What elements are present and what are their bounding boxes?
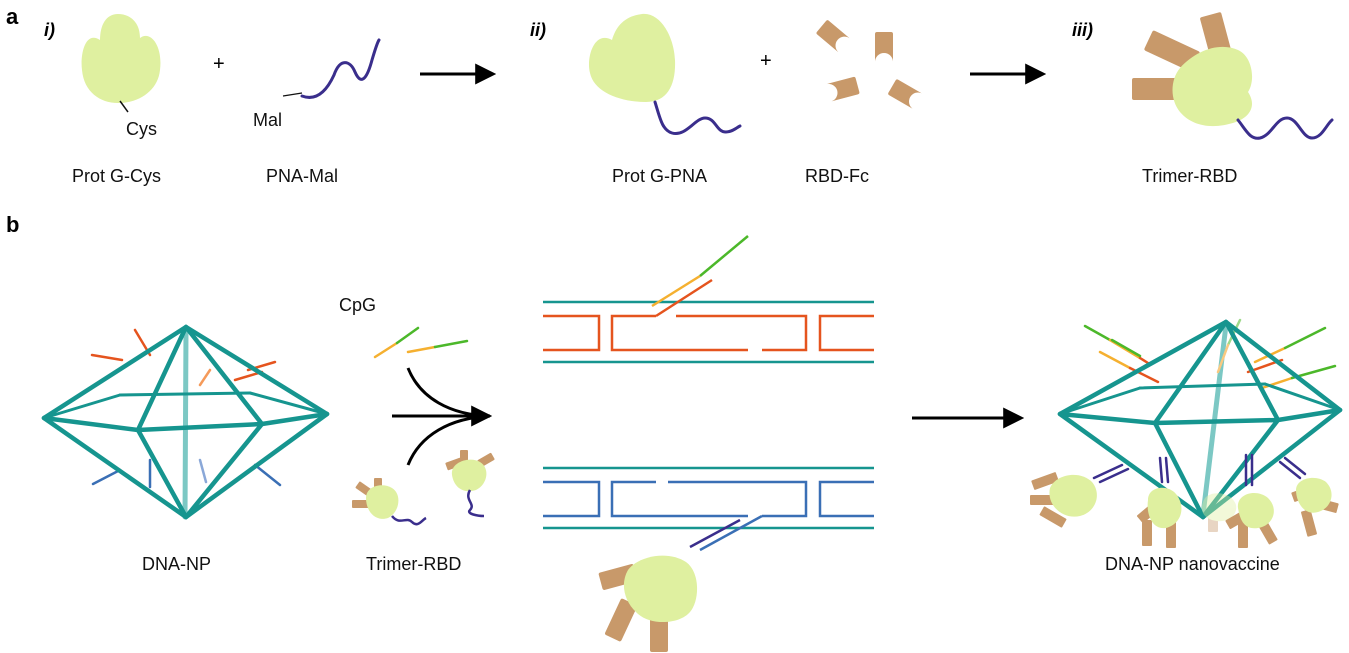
step-label-ii: ii) bbox=[530, 20, 546, 40]
cpg-strands bbox=[373, 326, 469, 359]
small-trimer-rbd-1 bbox=[352, 478, 427, 526]
trimer-rbd-label-b: Trimer-RBD bbox=[366, 554, 461, 574]
prot-g-pna-label: Prot G-PNA bbox=[612, 166, 707, 186]
edge-schematic-rbd bbox=[543, 466, 874, 552]
nanovaccine-rbd-2 bbox=[1137, 487, 1182, 548]
edge-schematic-trimer-rbd bbox=[598, 555, 698, 652]
plus-sign-2: + bbox=[760, 50, 772, 72]
prot-g-pna-shape bbox=[588, 13, 742, 135]
edge-schematic-cpg bbox=[543, 235, 874, 364]
step-label-i: i) bbox=[44, 20, 55, 40]
cpg-label: CpG bbox=[339, 295, 376, 315]
rbd-fc-label: RBD-Fc bbox=[805, 166, 869, 186]
prot-g-cys-label: Prot G-Cys bbox=[72, 166, 161, 186]
merge-arrow bbox=[392, 367, 493, 466]
nanovaccine-rbd-1 bbox=[1030, 472, 1097, 528]
pna-mal-strand bbox=[282, 38, 381, 99]
dna-np-label: DNA-NP bbox=[142, 554, 211, 574]
pna-mal-label: PNA-Mal bbox=[266, 166, 338, 186]
mal-label: Mal bbox=[253, 110, 282, 130]
trimer-rbd-shape bbox=[1132, 12, 1334, 140]
protein-g-cys-shape bbox=[81, 14, 161, 113]
panel-label-a: a bbox=[6, 4, 19, 29]
panel-label-b: b bbox=[6, 212, 19, 237]
nanovaccine-rbd-4 bbox=[1225, 493, 1278, 548]
nanovaccine-rbd-5 bbox=[1291, 477, 1339, 537]
dna-np-octahedron bbox=[41, 324, 330, 520]
small-trimer-rbd-2 bbox=[445, 450, 495, 518]
plus-sign-1: + bbox=[213, 53, 225, 75]
dna-np-nanovaccine-label: DNA-NP nanovaccine bbox=[1105, 554, 1280, 574]
trimer-rbd-label-a: Trimer-RBD bbox=[1142, 166, 1237, 186]
dna-np-nanovaccine bbox=[1030, 318, 1343, 548]
nanovaccine-rbd-3 bbox=[1201, 493, 1237, 532]
cys-label: Cys bbox=[126, 119, 157, 139]
rbd-fc-fragments bbox=[816, 20, 927, 111]
step-label-iii: iii) bbox=[1072, 20, 1093, 40]
